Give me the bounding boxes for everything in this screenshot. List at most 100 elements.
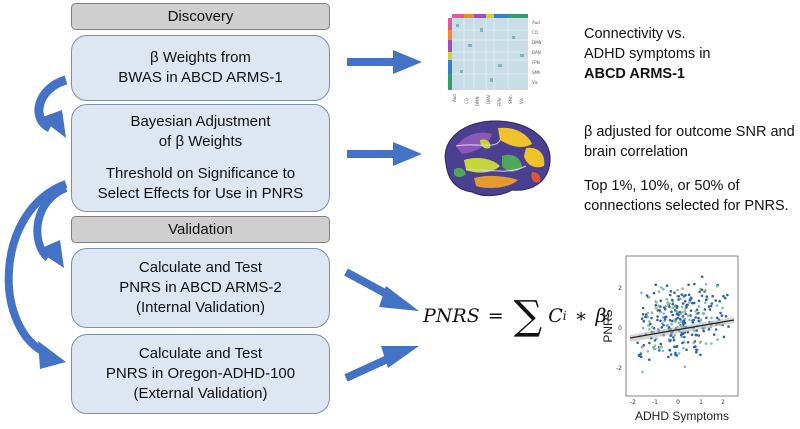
scatter-point xyxy=(673,345,676,349)
scatter-point xyxy=(715,285,719,288)
scatter-point xyxy=(723,296,727,300)
scatter-point xyxy=(708,308,712,311)
scatter-point xyxy=(669,339,672,342)
scatter-point xyxy=(704,342,708,345)
scatter-point xyxy=(681,315,685,318)
box-beta-weights-line2: BWAS in ABCD ARMS-1 xyxy=(118,69,283,86)
scatter-point xyxy=(673,319,676,322)
scatter-point xyxy=(650,316,653,320)
scatter-point xyxy=(638,354,641,358)
section-discovery-label: Discovery xyxy=(167,8,234,25)
scatter-point xyxy=(727,325,730,328)
scatter-point xyxy=(694,310,697,313)
scatter-point xyxy=(688,318,691,322)
scatter-point xyxy=(704,289,707,292)
scatter-point xyxy=(659,299,663,302)
scatter-point xyxy=(640,317,644,320)
note-adjusted-line2: brain correlation xyxy=(584,144,688,160)
note-top-percent: Top 1%, 10%, or 50% of connections selec… xyxy=(584,176,789,216)
scatter-point xyxy=(691,301,694,305)
scatter-point xyxy=(670,310,673,313)
scatter-point xyxy=(681,341,684,345)
scatter-point xyxy=(656,309,660,312)
formula-equals: = xyxy=(487,305,504,327)
scatter-point xyxy=(671,313,675,317)
formula-sum-symbol: ∑ xyxy=(513,293,543,339)
scatter-point xyxy=(680,305,684,309)
scatter-point xyxy=(646,350,650,353)
scatter-point xyxy=(693,282,696,286)
formula-lhs: PNRS xyxy=(423,305,480,327)
scatter-point xyxy=(648,358,651,361)
scatter-point xyxy=(695,333,698,337)
scatter-point xyxy=(724,314,728,318)
scatter-point xyxy=(663,318,667,321)
scatter-point xyxy=(659,319,662,323)
brain-surface-image xyxy=(444,120,551,197)
scatter-point xyxy=(660,326,663,329)
scatter-point xyxy=(671,319,674,323)
scatter-point xyxy=(655,301,658,304)
scatter-point xyxy=(677,298,680,301)
scatter-point xyxy=(688,301,691,304)
scatter-point xyxy=(690,333,694,336)
box-bayes-line3: Threshold on Significance to xyxy=(105,165,296,182)
scatter-point xyxy=(656,315,659,318)
box-external-validation: Calculate and Test PNRS in Oregon-ADHD-1… xyxy=(71,334,330,414)
note-connectivity-line2: ADHD symptoms in xyxy=(584,46,711,62)
box-external-line1: Calculate and Test xyxy=(138,345,263,362)
scatter-point xyxy=(711,294,714,298)
scatter-point xyxy=(710,316,713,320)
scatter-point xyxy=(689,314,692,317)
scatter-point xyxy=(681,332,685,336)
scatter-point xyxy=(684,312,687,316)
scatter-point xyxy=(697,311,700,315)
scatter-point xyxy=(707,305,711,308)
scatter-point xyxy=(650,311,654,314)
scatter-point xyxy=(683,310,687,313)
scatter-point xyxy=(648,341,651,345)
svg-text:DMN: DMN xyxy=(532,40,542,45)
note-adjusted-line1: β adjusted for outcome SNR and xyxy=(584,124,795,140)
scatter-point xyxy=(704,301,707,305)
scatter-point xyxy=(702,329,705,333)
arrow-internal-to-formula xyxy=(344,268,419,311)
scatter-point xyxy=(709,304,713,308)
scatter-point xyxy=(662,288,665,291)
x-tick-neg1: -1 xyxy=(652,399,658,406)
note-adjusted: β adjusted for outcome SNR and brain cor… xyxy=(584,122,795,162)
scatter-point xyxy=(663,316,667,319)
scatter-point xyxy=(677,321,681,325)
svg-text:Vis: Vis xyxy=(519,98,524,104)
scatter-point xyxy=(686,314,690,317)
scatter-point xyxy=(651,326,654,329)
scatter-point xyxy=(671,302,675,306)
box-beta-weights: β Weights from BWAS in ABCD ARMS-1 xyxy=(71,35,330,101)
scatter-point xyxy=(716,338,719,341)
scatter-point xyxy=(701,312,705,315)
y-tick-neg2: -2 xyxy=(616,365,622,372)
svg-text:SMh: SMh xyxy=(508,95,513,104)
scatter-point xyxy=(648,320,651,323)
scatter-point xyxy=(673,291,676,294)
scatter-point xyxy=(687,293,691,297)
svg-text:DAN: DAN xyxy=(486,95,491,104)
curved-arrow-bayes-to-external xyxy=(4,180,68,369)
scatter-point xyxy=(665,297,669,301)
svg-text:FPN: FPN xyxy=(532,60,540,65)
box-beta-weights-line1: β Weights from xyxy=(150,49,251,66)
arrow-external-to-formula xyxy=(344,346,419,382)
scatter-point xyxy=(662,323,665,327)
svg-text:Vis: Vis xyxy=(532,80,538,85)
scatter-point xyxy=(688,299,692,302)
section-discovery: Discovery xyxy=(71,3,330,30)
note-connectivity-line1: Connectivity vs. xyxy=(584,26,686,42)
section-validation-label: Validation xyxy=(168,221,233,238)
note-connectivity: Connectivity vs. ADHD symptoms in ABCD A… xyxy=(584,24,711,84)
scatter-point xyxy=(705,295,708,298)
y-tick-0: 0 xyxy=(618,325,622,332)
scatter-point xyxy=(681,310,684,314)
x-tick-neg2: -2 xyxy=(630,399,636,406)
svg-text:SMh: SMh xyxy=(532,70,541,75)
